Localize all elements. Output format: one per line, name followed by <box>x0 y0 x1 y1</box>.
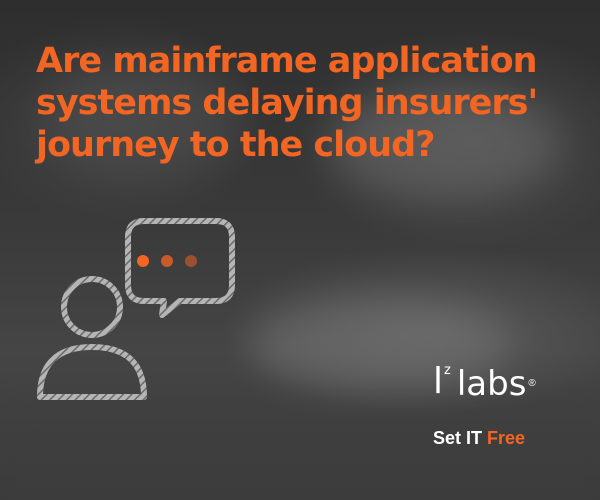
people-conversation-icon <box>37 218 235 400</box>
headline-line-1: Are mainframe application <box>36 41 538 81</box>
person-body-icon <box>37 344 147 400</box>
headline-line-2: systems delaying insurers' <box>36 83 538 123</box>
background-photo-shape <box>250 300 510 390</box>
lzlabs-logo[interactable]: l z labs ® <box>433 361 536 404</box>
background-photo-shape <box>330 90 560 200</box>
logo-letter-z: z <box>444 363 451 378</box>
background-photo-shape <box>40 60 240 180</box>
logo-wordmark: labs <box>456 364 527 404</box>
registered-mark: ® <box>528 378 536 389</box>
logo-letter-l: l <box>433 361 444 402</box>
background-photo-shape <box>0 420 600 500</box>
typing-dots-icon <box>137 255 197 267</box>
person-head-icon <box>61 276 123 338</box>
speech-bubble-icon <box>125 218 235 318</box>
tagline-set-it: Set IT <box>433 428 488 448</box>
headline-line-3: journey to the cloud? <box>36 125 435 165</box>
headline: Are mainframe application systems delayi… <box>36 40 576 166</box>
tagline: Set IT Free <box>433 428 525 449</box>
tagline-free: Free <box>487 428 526 448</box>
